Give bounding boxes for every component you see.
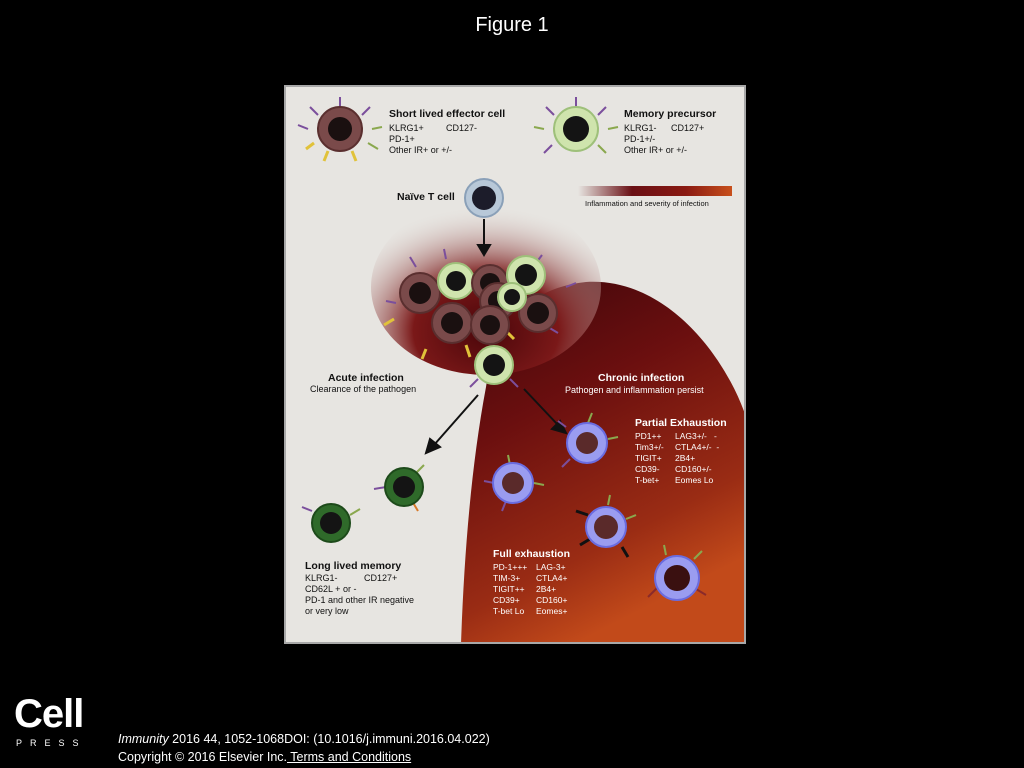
partial-exhaustion-title: Partial Exhaustion	[635, 417, 727, 429]
naive-t-cell-label: Naïve T cell	[397, 191, 455, 203]
long-lived-marker: CD127+	[364, 573, 397, 583]
journal-name: Immunity	[118, 732, 169, 746]
naive-t-cell-icon	[464, 178, 504, 218]
citation-line: Immunity 2016 44, 1052-1068DOI: (10.1016…	[118, 730, 490, 748]
arrow-chronic-icon	[523, 388, 568, 435]
citation-block: Immunity 2016 44, 1052-1068DOI: (10.1016…	[118, 730, 490, 766]
partial-exhaustion-marker: T-bet+	[635, 475, 659, 485]
partial-exhaustion-marker: LAG3+/- -	[675, 431, 717, 441]
memory-precursor-icon	[533, 97, 619, 154]
cell-press-logo: Cell PRESS	[14, 692, 87, 752]
short-lived-marker: CD127-	[446, 123, 477, 133]
full-exhaustion-marker: T-bet Lo	[493, 606, 524, 616]
severity-label: Inflammation and severity of infection	[585, 199, 709, 208]
copyright-text: Copyright © 2016 Elsevier Inc.	[118, 750, 288, 764]
terms-link[interactable]: Terms and Conditions	[287, 750, 412, 764]
acute-infection-subtitle: Clearance of the pathogen	[310, 384, 416, 394]
partial-exhaustion-marker: TIGIT+	[635, 453, 662, 463]
full-exhaustion-marker: TIGIT++	[493, 584, 525, 594]
partial-exhaustion-marker: Eomes Lo	[675, 475, 714, 485]
memory-precursor-marker: CD127+	[671, 123, 704, 133]
cell-logo-word: Cell	[14, 692, 84, 736]
activated-cell-cluster	[383, 248, 577, 360]
long-lived-marker: or very low	[305, 606, 349, 616]
severity-gradient-bar	[578, 186, 732, 196]
short-lived-marker: PD-1+	[389, 134, 415, 144]
acute-infection-title: Acute infection	[328, 372, 404, 384]
full-exhaustion-marker: PD-1+++	[493, 562, 527, 572]
figure-panel: Short lived effector cell KLRG1+ PD-1+ O…	[284, 85, 746, 644]
full-exhaustion-marker: CD39+	[493, 595, 520, 605]
full-exhaustion-marker: CD160+	[536, 595, 567, 605]
long-lived-marker: KLRG1-	[305, 573, 338, 583]
short-lived-marker: KLRG1+	[389, 123, 424, 133]
fully-exhausted-cell-icon	[647, 544, 707, 601]
long-lived-marker: CD62L + or -	[305, 584, 356, 594]
long-lived-memory-cell-icon	[373, 464, 425, 512]
partially-exhausted-cell-icon	[557, 412, 619, 468]
partial-exhaustion-marker: Tim3+/-	[635, 442, 664, 452]
full-exhaustion-marker: TIM-3+	[493, 573, 520, 583]
arrow-down-icon	[476, 219, 492, 257]
full-exhaustion-marker: CTLA4+	[536, 573, 567, 583]
full-exhaustion-marker: 2B4+	[536, 584, 556, 594]
full-exhaustion-marker: LAG-3+	[536, 562, 566, 572]
memory-precursor-marker: PD-1+/-	[624, 134, 655, 144]
slide-title: Figure 1	[475, 14, 549, 36]
memory-precursor-marker: Other IR+ or +/-	[624, 145, 687, 155]
memory-precursor-title: Memory precursor	[624, 108, 716, 120]
arrow-acute-icon	[424, 394, 479, 455]
long-lived-memory-title: Long lived memory	[305, 560, 401, 572]
partial-exhaustion-marker: 2B4+	[675, 453, 695, 463]
partially-exhausted-cell-icon	[483, 454, 545, 512]
citation-text: 2016 44, 1052-1068DOI: (10.1016/j.immuni…	[168, 732, 490, 746]
chronic-infection-title: Chronic infection	[598, 372, 684, 384]
long-lived-memory-cell-icon	[301, 503, 361, 543]
full-exhaustion-title: Full exhaustion	[493, 548, 570, 560]
chronic-region	[461, 281, 744, 642]
short-lived-marker: Other IR+ or +/-	[389, 145, 452, 155]
full-exhaustion-marker: Eomes+	[536, 606, 567, 616]
cell-logo-press: PRESS	[16, 738, 87, 748]
t-cell-diagram: Short lived effector cell KLRG1+ PD-1+ O…	[297, 97, 744, 642]
partial-exhaustion-marker: CTLA4+/- -	[675, 442, 719, 452]
partial-exhaustion-marker: PD1++	[635, 431, 661, 441]
memory-precursor-marker: KLRG1-	[624, 123, 657, 133]
chronic-infection-subtitle: Pathogen and inflammation persist	[565, 385, 704, 395]
short-lived-effector-cell-icon	[297, 97, 383, 162]
long-lived-marker: PD-1 and other IR negative	[305, 595, 414, 605]
copyright-line: Copyright © 2016 Elsevier Inc. Terms and…	[118, 748, 490, 766]
partial-exhaustion-marker: CD160+/-	[675, 464, 712, 474]
short-lived-title: Short lived effector cell	[389, 108, 505, 120]
partial-exhaustion-marker: CD39-	[635, 464, 660, 474]
central-memory-precursor-icon	[469, 345, 519, 388]
fully-exhausted-cell-icon	[575, 494, 637, 558]
